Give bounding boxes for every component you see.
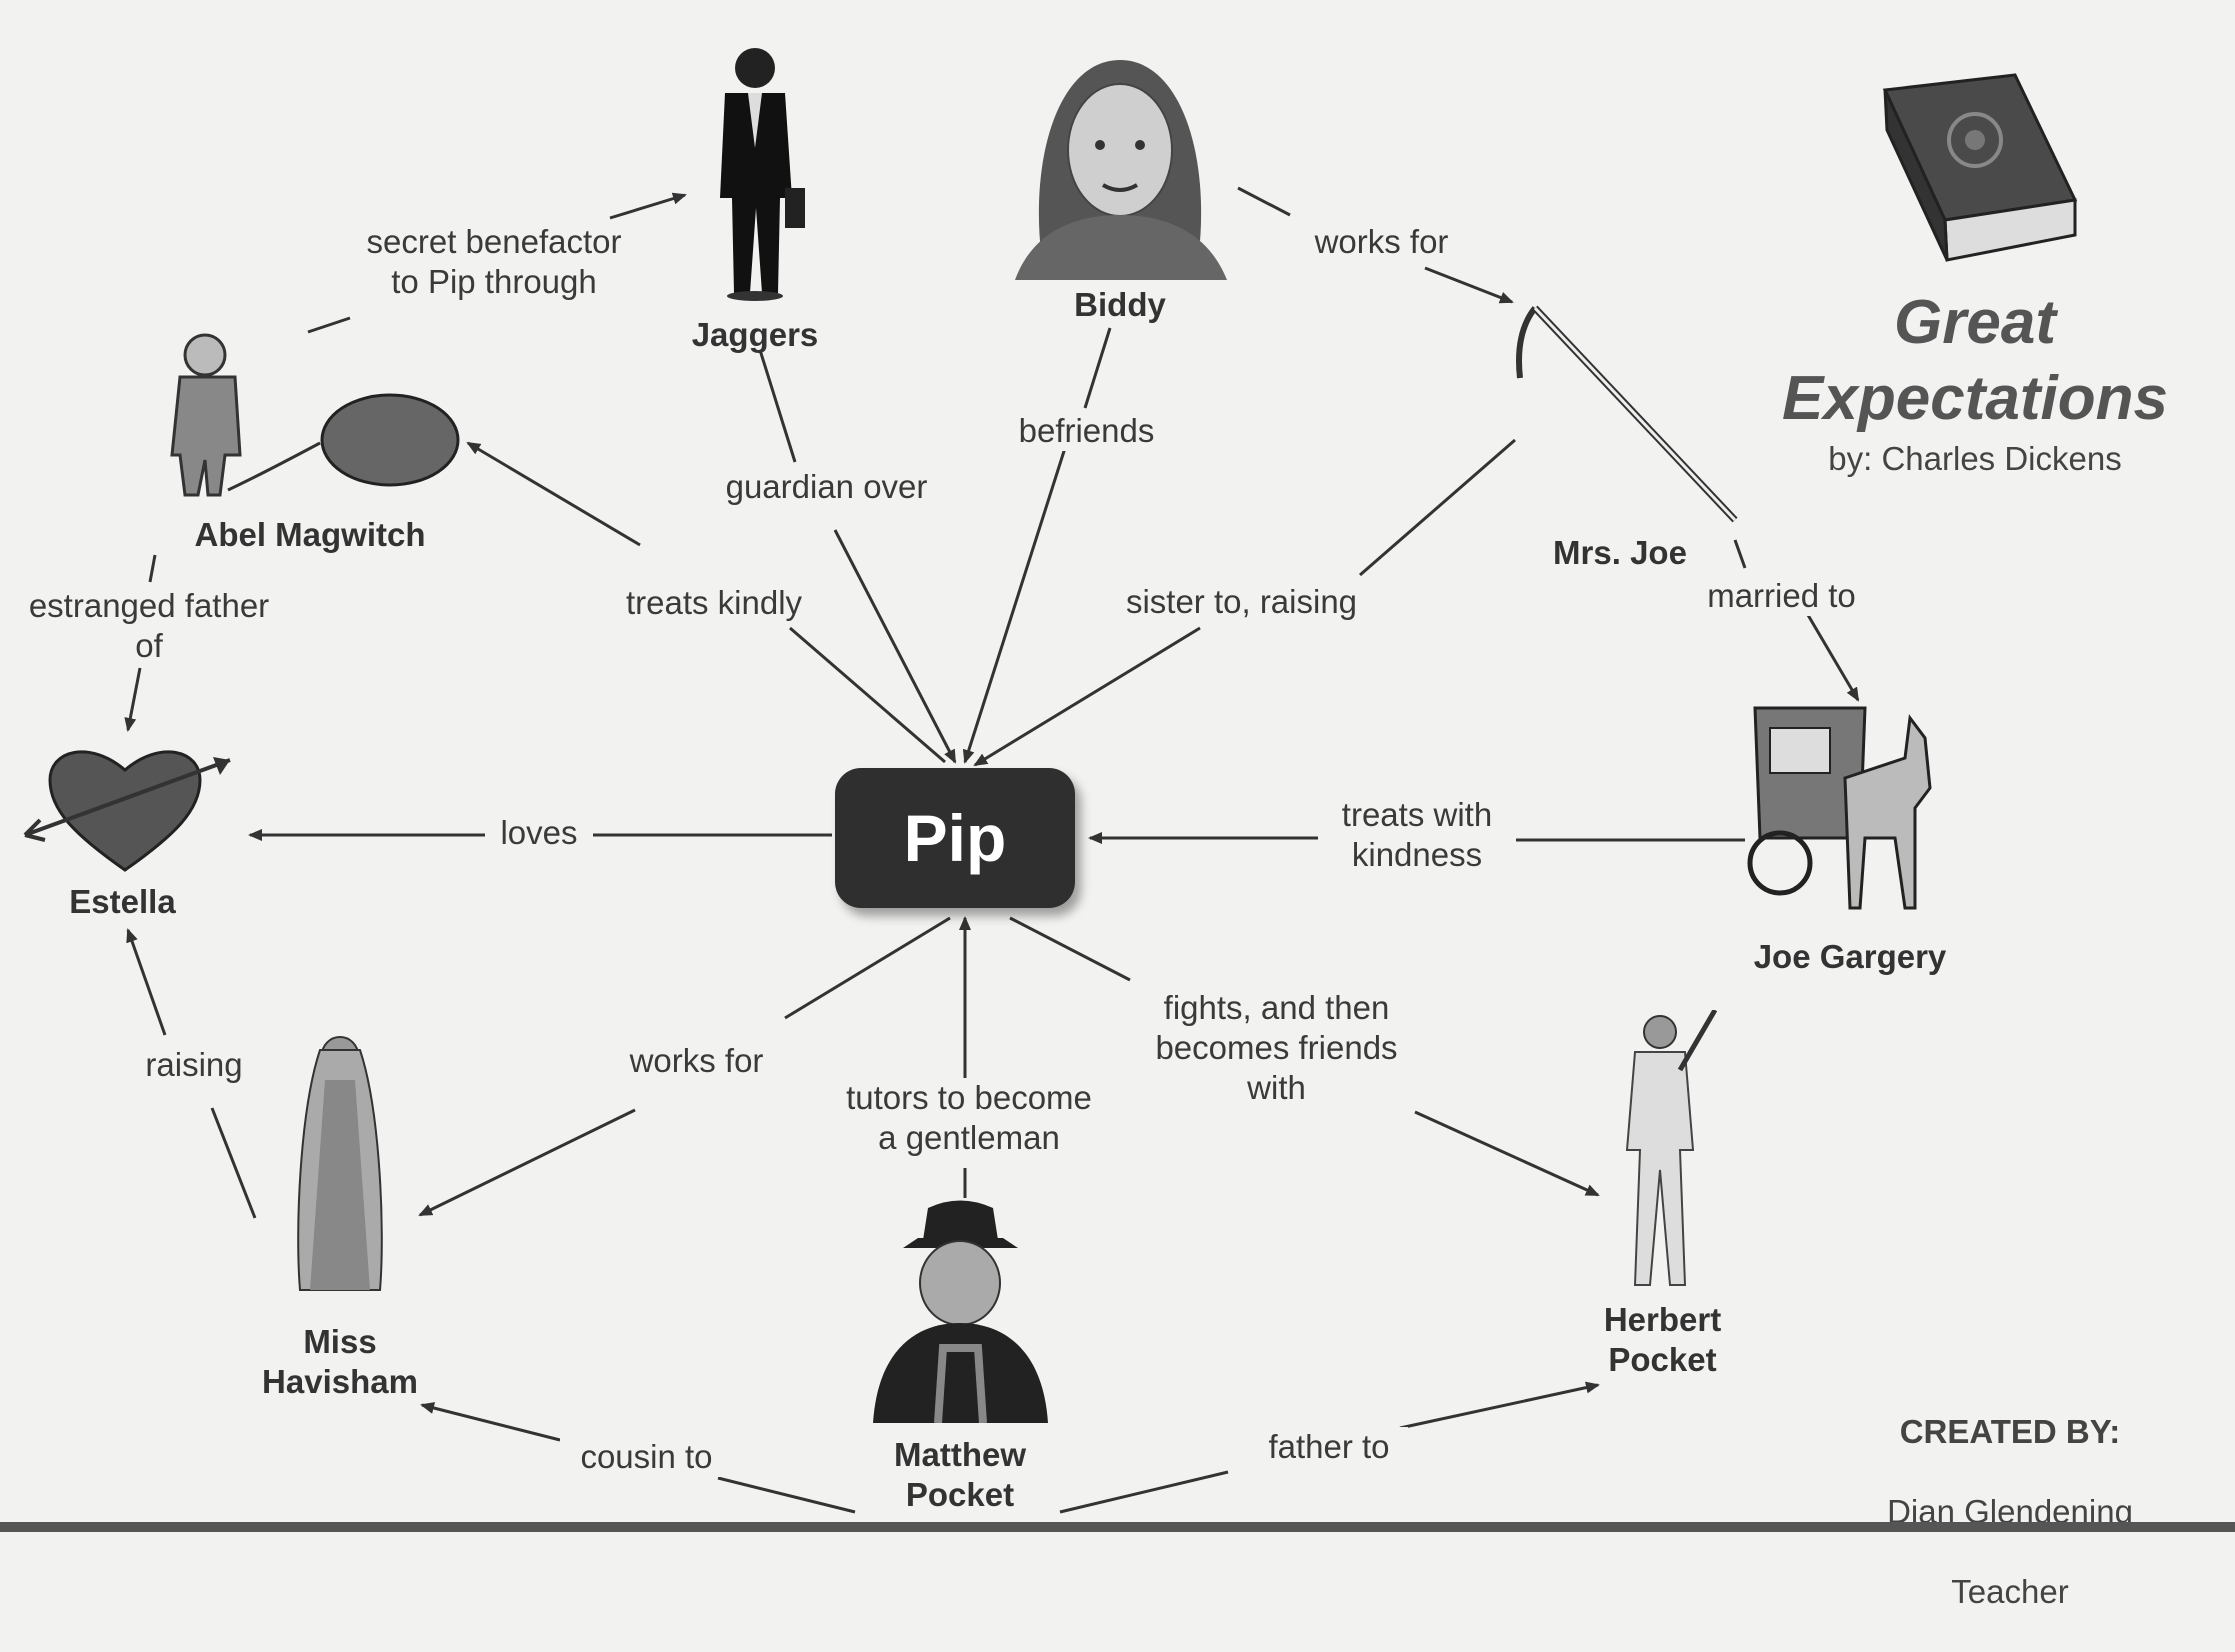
edge-pip-herbert — [1009, 916, 1131, 982]
relation-guardian-over: guardian over — [705, 467, 948, 507]
old-man-icon — [873, 1200, 1048, 1423]
edge-biddy-mrsjoe — [1237, 186, 1291, 217]
label-biddy: Biddy — [1074, 286, 1166, 323]
edge-pip-abel — [789, 626, 946, 764]
label-miss-havisham: Miss Havisham — [262, 1323, 418, 1400]
relation-befriends: befriends — [1000, 411, 1173, 451]
concept-map: Pip Jaggers Biddy Abel Magwitch Mrs. Joe… — [0, 48, 2235, 1610]
relation-raising: raising — [125, 1045, 263, 1085]
relation-works-for-pip: works for — [610, 1041, 783, 1081]
batter-icon — [1625, 1010, 1718, 1286]
edge-mrsjoe-joe-2 — [1806, 614, 1860, 702]
label-jaggers: Jaggers — [691, 316, 819, 353]
credit-heading: CREATED BY: — [1899, 1413, 2121, 1450]
edge-abel-jaggers-2 — [609, 192, 687, 220]
edge-biddy-pip-2 — [962, 447, 1067, 764]
bottom-rule — [0, 1522, 2235, 1532]
edge-abel-estella — [148, 554, 157, 583]
relation-estranged-father: estranged father of — [15, 586, 283, 666]
relation-cousin-to: cousin to — [560, 1437, 733, 1477]
edge-matthew-herbert-2 — [1399, 1381, 1600, 1430]
edge-matthew-havisham — [717, 1476, 856, 1514]
label-matthew-pocket: Matthew Pocket — [894, 1436, 1026, 1513]
edge-biddy-mrsjoe-2 — [1424, 266, 1514, 304]
label-joe-gargery: Joe Gargery — [1753, 938, 1947, 975]
edge-abel-jaggers — [307, 316, 351, 334]
horse-carriage-icon — [1747, 706, 1932, 910]
label-herbert-pocket: Herbert Pocket — [1603, 1301, 1722, 1378]
edge-havisham-estella-2 — [126, 928, 167, 1036]
bride-icon — [297, 1036, 383, 1291]
relation-loves: loves — [485, 813, 593, 853]
convict-ball-chain-icon — [170, 333, 460, 497]
book-icon — [1882, 73, 2078, 262]
edge-pip-havisham-2 — [418, 1108, 636, 1217]
title: Great Expectations — [1782, 288, 2168, 433]
edge-pip-abel-2 — [466, 441, 641, 547]
cane-icon — [1516, 305, 1738, 523]
central-node-pip: Pip — [835, 768, 1075, 908]
edge-mrsjoe-joe — [1733, 539, 1747, 569]
credit-block: CREATED BY: Dian Glendening Teacher — [1860, 1372, 2160, 1652]
relation-treats-kindly: treats kindly — [605, 583, 823, 623]
edge-havisham-estella — [210, 1107, 257, 1219]
author: by: Charles Dickens — [1828, 440, 2122, 477]
edge-pip-havisham — [784, 916, 951, 1020]
edge-abel-estella-2 — [124, 667, 142, 732]
woman-portrait-icon — [1015, 60, 1227, 280]
relation-married-to: married to — [1690, 576, 1873, 616]
heart-arrow-icon — [23, 750, 231, 872]
edge-jaggers-pip-2 — [833, 529, 957, 764]
businessman-icon — [720, 48, 805, 301]
edge-pip-herbert-2 — [1414, 1110, 1600, 1197]
credit-role: Teacher — [1951, 1573, 2069, 1610]
label-mrs-joe: Mrs. Joe — [1553, 534, 1687, 571]
edge-layer — [124, 186, 1860, 1514]
edge-mrsjoe-pip — [1359, 438, 1516, 577]
relation-fights-then-friends: fights, and then becomes friends with — [1130, 988, 1423, 1108]
relation-secret-benefactor: secret benefactor to Pip through — [345, 222, 643, 302]
relation-sister-to-raising: sister to, raising — [1105, 582, 1378, 622]
edge-mrsjoe-pip-2 — [973, 626, 1201, 767]
edge-jaggers-pip — [758, 349, 797, 463]
relation-tutors: tutors to become a gentleman — [820, 1078, 1118, 1158]
label-abel-magwitch: Abel Magwitch — [194, 516, 426, 553]
relation-works-for-biddy: works for — [1290, 222, 1473, 262]
label-estella: Estella — [69, 883, 176, 920]
edge-biddy-pip — [1083, 327, 1112, 409]
relation-treats-with-kindness: treats with kindness — [1318, 795, 1516, 875]
edge-matthew-herbert — [1059, 1470, 1229, 1514]
edge-matthew-havisham-2 — [420, 1402, 561, 1442]
relation-father-to: father to — [1250, 1427, 1408, 1467]
